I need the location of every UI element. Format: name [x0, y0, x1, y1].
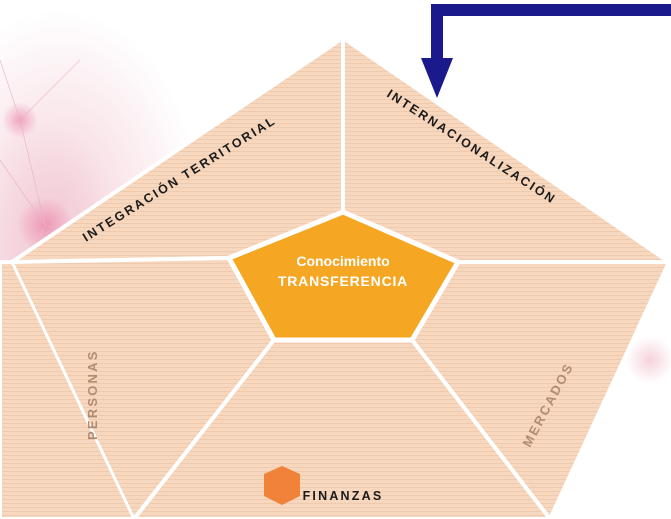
- pentagon-outline: [10, 36, 671, 519]
- center-label-transferencia: TRANSFERENCIA: [278, 273, 408, 289]
- arrow-shaft: [431, 4, 671, 62]
- center-pentagon: [225, 209, 462, 343]
- label-personas: PERSONAS: [85, 349, 100, 440]
- orange-hexagon-decoration: [264, 466, 300, 505]
- label-finanzas: FINANZAS: [303, 489, 384, 503]
- center-label-conocimiento: Conocimiento: [296, 253, 389, 269]
- feedback-arrow: [421, 4, 671, 98]
- arrow-head-icon: [421, 58, 453, 98]
